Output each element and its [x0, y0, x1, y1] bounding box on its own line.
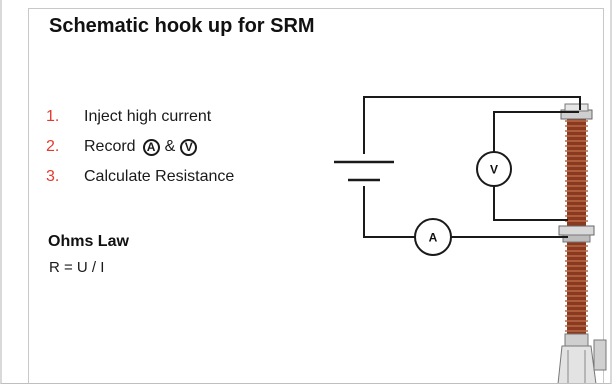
step-text: Record [84, 138, 136, 155]
step-number: 3. [46, 168, 60, 185]
ammeter-icon: A [414, 218, 452, 256]
ammeter-label: A [429, 231, 438, 245]
slide-frame [28, 8, 604, 383]
step-item: 3. Calculate Resistance [46, 162, 234, 192]
voltmeter-symbol-icon: V [180, 138, 198, 156]
step-item: 2. Record A & V [46, 132, 234, 162]
step-number: 1. [46, 108, 60, 125]
slide-title: Schematic hook up for SRM [49, 15, 315, 37]
ohms-law-title: Ohms Law [48, 233, 129, 250]
step-text: Calculate Resistance [84, 168, 235, 185]
step-number: 2. [46, 138, 60, 155]
voltmeter-icon: V [476, 151, 512, 187]
voltmeter-label: V [490, 163, 498, 177]
step-item: 1. Inject high current [46, 102, 234, 132]
circuit-wires [363, 96, 581, 238]
battery-icon [334, 160, 394, 182]
ammeter-symbol-icon: A [142, 138, 160, 156]
steps-list: 1. Inject high current 2. Record A & V 3… [46, 102, 234, 192]
bushing-icon [557, 103, 607, 383]
step-text: Inject high current [84, 108, 212, 125]
ohms-law-formula: R = U / I [49, 259, 105, 276]
joiner-text: & [164, 138, 176, 155]
